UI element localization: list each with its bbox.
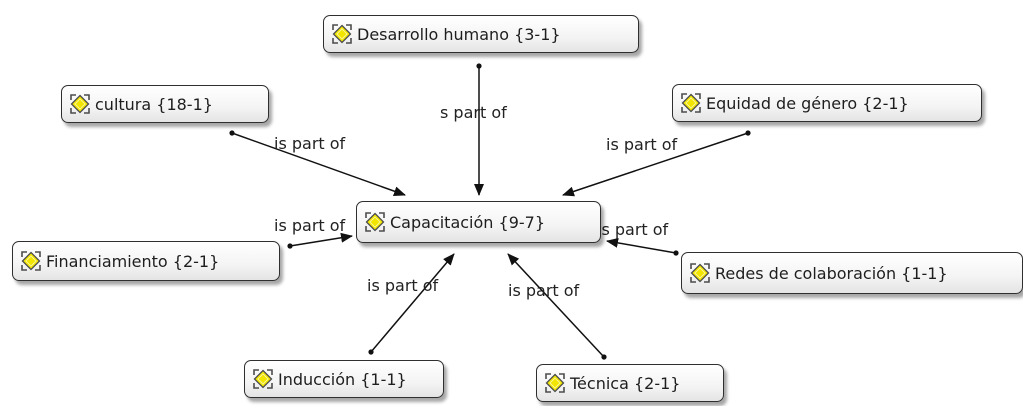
edge-label-desarrollo: s part of: [440, 103, 507, 122]
node-label: Equidad de género {2-1}: [706, 93, 909, 113]
edge-tecnica: [507, 253, 607, 360]
edge-financiamiento: [287, 232, 353, 249]
edge-redes: [606, 237, 679, 256]
node-label: Inducción {1-1}: [278, 369, 407, 389]
code-family-icon: [689, 262, 711, 284]
edge-label-induccion: is part of: [367, 276, 439, 295]
node-label: Desarrollo humano {3-1}: [357, 24, 561, 44]
code-family-icon: [20, 250, 42, 272]
node-label: Capacitación {9-7}: [390, 212, 546, 232]
edge-equidad: [562, 130, 751, 197]
node-label: Redes de colaboración {1-1}: [715, 263, 948, 283]
edge-label-tecnica: is part of: [508, 281, 580, 300]
node-financiamiento[interactable]: Financiamiento {2-1}: [12, 241, 280, 281]
node-equidad-de-genero[interactable]: Equidad de género {2-1}: [672, 84, 982, 122]
node-label: Financiamiento {2-1}: [46, 251, 220, 271]
code-family-icon: [364, 211, 386, 233]
node-label: Técnica {2-1}: [570, 373, 681, 393]
code-family-icon: [680, 92, 702, 114]
code-family-icon: [252, 368, 274, 390]
node-capacitacion[interactable]: Capacitación {9-7}: [356, 201, 601, 243]
edge-label-redes: is part of: [597, 220, 669, 239]
edge-label-cultura: is part of: [274, 134, 346, 153]
node-redes-de-colaboracion[interactable]: Redes de colaboración {1-1}: [681, 252, 1023, 294]
edge-desarrollo: [474, 63, 484, 196]
node-induccion[interactable]: Inducción {1-1}: [244, 360, 444, 398]
code-family-icon: [544, 372, 566, 394]
node-tecnica[interactable]: Técnica {2-1}: [536, 364, 724, 402]
code-family-icon: [69, 93, 91, 115]
edge-induccion: [368, 253, 455, 355]
code-family-icon: [331, 23, 353, 45]
edge-label-equidad: is part of: [606, 135, 678, 154]
node-desarrollo-humano[interactable]: Desarrollo humano {3-1}: [323, 15, 639, 53]
node-label: cultura {18-1}: [95, 94, 213, 114]
edge-label-financiamiento: is part of: [274, 216, 346, 235]
node-cultura[interactable]: cultura {18-1}: [61, 85, 269, 123]
edge-cultura: [229, 130, 406, 196]
